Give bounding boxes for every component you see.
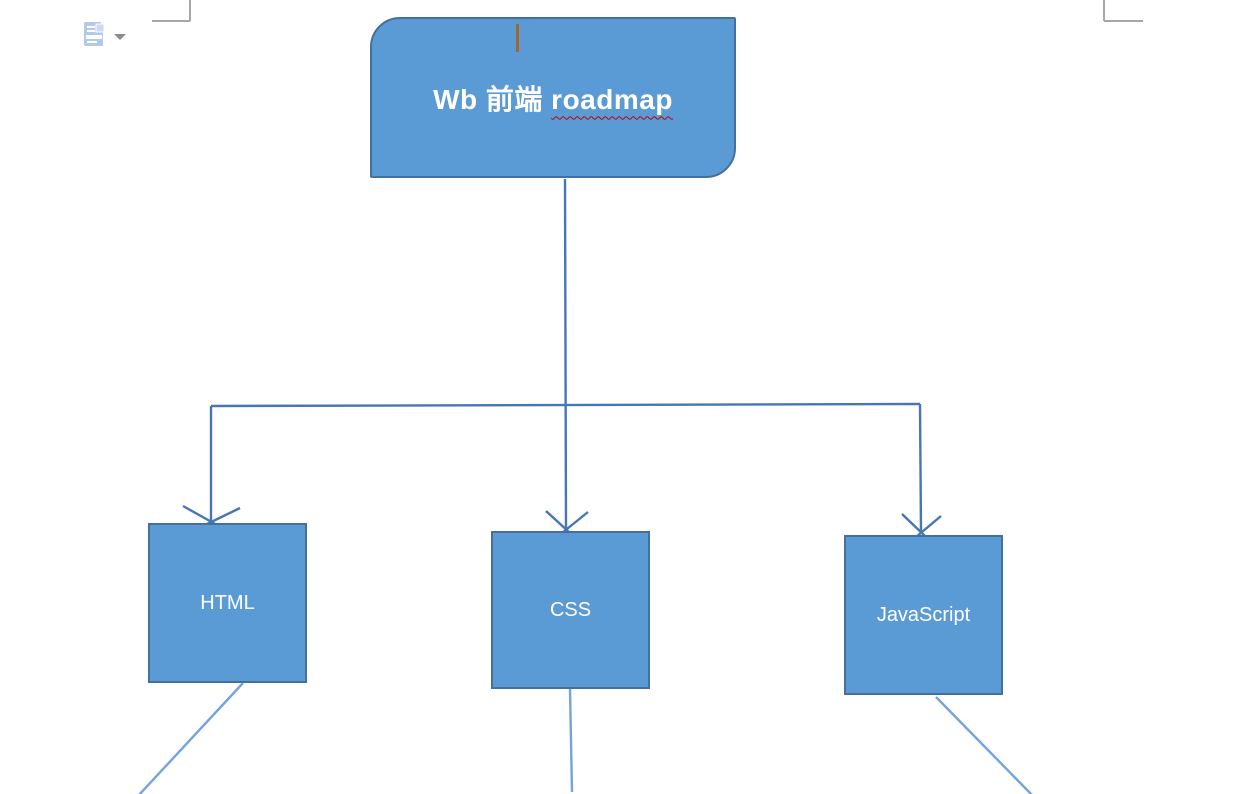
root-label-misspelled-word: roadmap — [551, 83, 673, 115]
diagram-node-css[interactable]: CSS — [491, 531, 650, 689]
root-label-prefix: Wb 前端 — [433, 83, 552, 115]
connector-js-down-right[interactable] — [935, 696, 1033, 794]
connector-html-down-left[interactable] — [138, 682, 244, 794]
connector-css-down[interactable] — [568, 688, 574, 793]
root-node-label: Wb 前端 roadmap — [433, 78, 673, 118]
margin-mark-vertical — [189, 0, 191, 21]
arrowhead-js — [901, 513, 942, 538]
connector-branch-js[interactable] — [918, 403, 923, 534]
node-label: JavaScript — [876, 603, 971, 626]
arrowhead-css — [545, 510, 589, 534]
connector-root-stem[interactable] — [563, 178, 568, 530]
chevron-down-icon[interactable] — [114, 34, 126, 40]
node-label: CSS — [549, 598, 592, 621]
node-label: HTML — [200, 591, 255, 614]
diagram-node-html[interactable]: HTML — [148, 523, 307, 683]
margin-mark-horizontal — [1104, 20, 1143, 22]
paste-options-icon — [84, 21, 105, 46]
text-cursor — [516, 24, 519, 52]
connector-horizontal-bar[interactable] — [210, 402, 921, 408]
diagram-node-root[interactable]: Wb 前端 roadmap — [370, 17, 736, 178]
diagram-node-javascript[interactable]: JavaScript — [844, 535, 1003, 695]
margin-mark-vertical — [1103, 0, 1105, 21]
paste-options-button[interactable] — [80, 18, 132, 54]
margin-mark-horizontal — [152, 20, 190, 22]
